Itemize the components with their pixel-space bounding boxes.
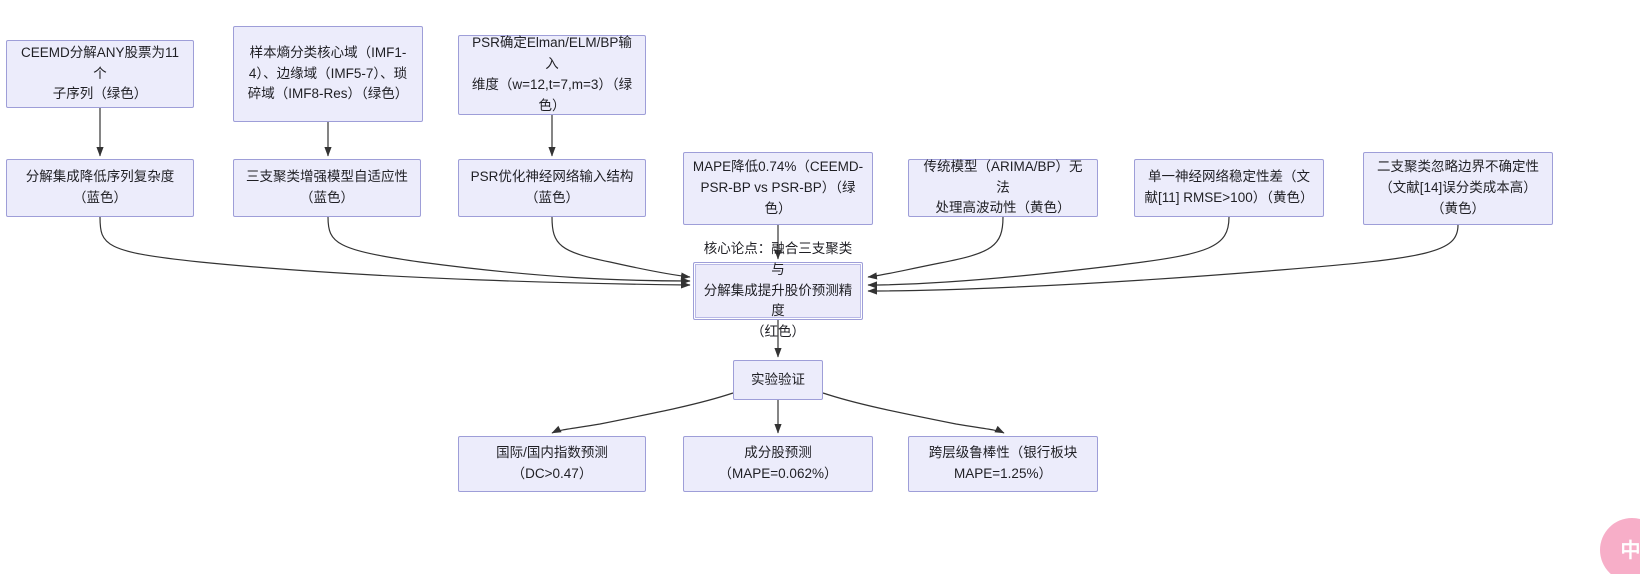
node-label: 跨层级鲁棒性（银行板块 MAPE=1.25%） — [928, 445, 1078, 481]
node-psr-optimizes-network-structure[interactable]: PSR优化神经网络输入结构 （蓝色） — [458, 159, 646, 217]
node-reduce-sequence-complexity[interactable]: 分解集成降低序列复杂度 （蓝色） — [6, 159, 194, 217]
node-ceemd-decomposition[interactable]: CEEMD分解ANY股票为11个 子序列（绿色） — [6, 40, 194, 108]
node-label: 分解集成降低序列复杂度 （蓝色） — [25, 169, 175, 205]
node-label: CEEMD分解ANY股票为11个 子序列（绿色） — [20, 44, 180, 102]
node-label: PSR确定Elman/ELM/BP输入 维度（w=12,t=7,m=3）（绿 色… — [471, 35, 633, 113]
edge-n10-core — [867, 224, 1459, 295]
edge-n6-core — [551, 216, 691, 280]
watermark-text: 中 — [1620, 539, 1640, 562]
node-label: 传统模型（ARIMA/BP）无法 处理高波动性（黄色） — [923, 158, 1083, 216]
node-constituent-stock-result[interactable]: 成分股预测 （MAPE=0.062%） — [683, 436, 873, 492]
edge-n9-core — [867, 216, 1230, 289]
node-experimental-verification[interactable]: 实验验证 — [733, 360, 823, 400]
node-core-thesis[interactable]: 核心论点：融合三支聚类与 分解集成提升股价预测精度 （红色） — [693, 241, 863, 339]
node-label: MAPE降低0.74%（CEEMD- PSR-BP vs PSR-BP）（绿 色… — [692, 159, 864, 216]
node-label: 核心论点：融合三支聚类与 分解集成提升股价预测精度 （红色） — [703, 240, 853, 340]
node-sample-entropy-classification[interactable]: 样本熵分类核心域（IMF1- 4）、边缘域（IMF5-7）、琐 碎域（IMF8-… — [233, 26, 423, 122]
node-label: 实验验证 — [751, 371, 805, 387]
node-psr-input-dimension[interactable]: PSR确定Elman/ELM/BP输入 维度（w=12,t=7,m=3）（绿 色… — [458, 35, 646, 115]
node-three-way-clustering-adaptivity[interactable]: 三支聚类增强模型自适应性 （蓝色） — [233, 159, 421, 217]
node-label: 成分股预测 （MAPE=0.062%） — [718, 445, 838, 481]
edge-n5-core — [327, 216, 691, 285]
edge-n8-core — [867, 216, 1004, 280]
node-label: 二支聚类忽略边界不确定性 （文献[14]误分类成本高） （黄色） — [1377, 159, 1539, 216]
watermark-badge: 中 — [1600, 518, 1640, 574]
node-label: 单一神经网络稳定性差（文 献[11] RMSE>100）（黄色） — [1144, 169, 1314, 205]
edge-exp-r1 — [551, 392, 734, 434]
node-cross-level-robustness-result[interactable]: 跨层级鲁棒性（银行板块 MAPE=1.25%） — [908, 436, 1098, 492]
node-index-prediction-result[interactable]: 国际/国内指数预测 （DC>0.47） — [458, 436, 646, 492]
edge-n4-core — [99, 216, 691, 289]
node-label: PSR优化神经网络输入结构 （蓝色） — [470, 169, 634, 205]
node-label: 国际/国内指数预测 （DC>0.47） — [496, 445, 608, 481]
node-label: 样本熵分类核心域（IMF1- 4）、边缘域（IMF5-7）、琐 碎域（IMF8-… — [247, 44, 409, 102]
node-mape-reduction[interactable]: MAPE降低0.74%（CEEMD- PSR-BP vs PSR-BP）（绿 色… — [683, 152, 873, 225]
edge-exp-r3 — [822, 392, 1005, 434]
node-two-way-clustering-boundary[interactable]: 二支聚类忽略边界不确定性 （文献[14]误分类成本高） （黄色） — [1363, 152, 1553, 225]
node-label: 三支聚类增强模型自适应性 （蓝色） — [246, 169, 408, 205]
node-traditional-model-limitation[interactable]: 传统模型（ARIMA/BP）无法 处理高波动性（黄色） — [908, 159, 1098, 217]
node-single-network-instability[interactable]: 单一神经网络稳定性差（文 献[11] RMSE>100）（黄色） — [1134, 159, 1324, 217]
